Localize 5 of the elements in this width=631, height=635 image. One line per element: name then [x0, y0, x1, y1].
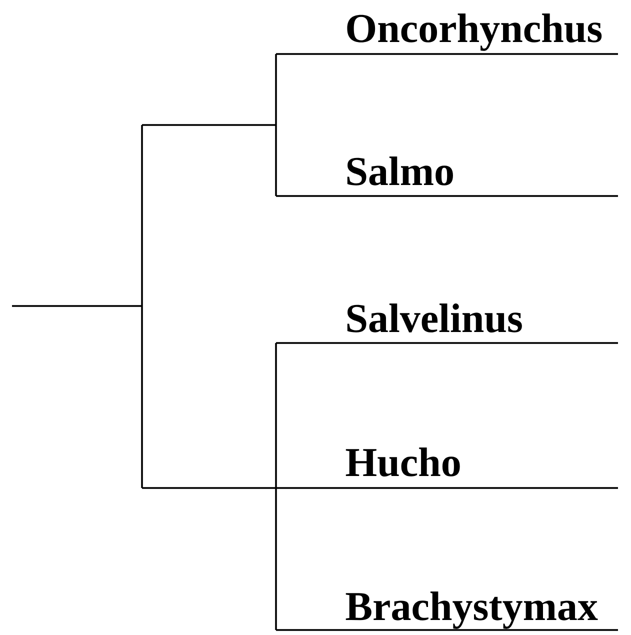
taxon-label: Salmo [347, 156, 453, 186]
taxon-label: Brachystymax [346, 592, 598, 629]
taxon-label: Hucho [346, 448, 460, 476]
taxon-label: Salvelinus [347, 304, 522, 332]
taxon-label: Oncorhynchus [347, 14, 602, 51]
